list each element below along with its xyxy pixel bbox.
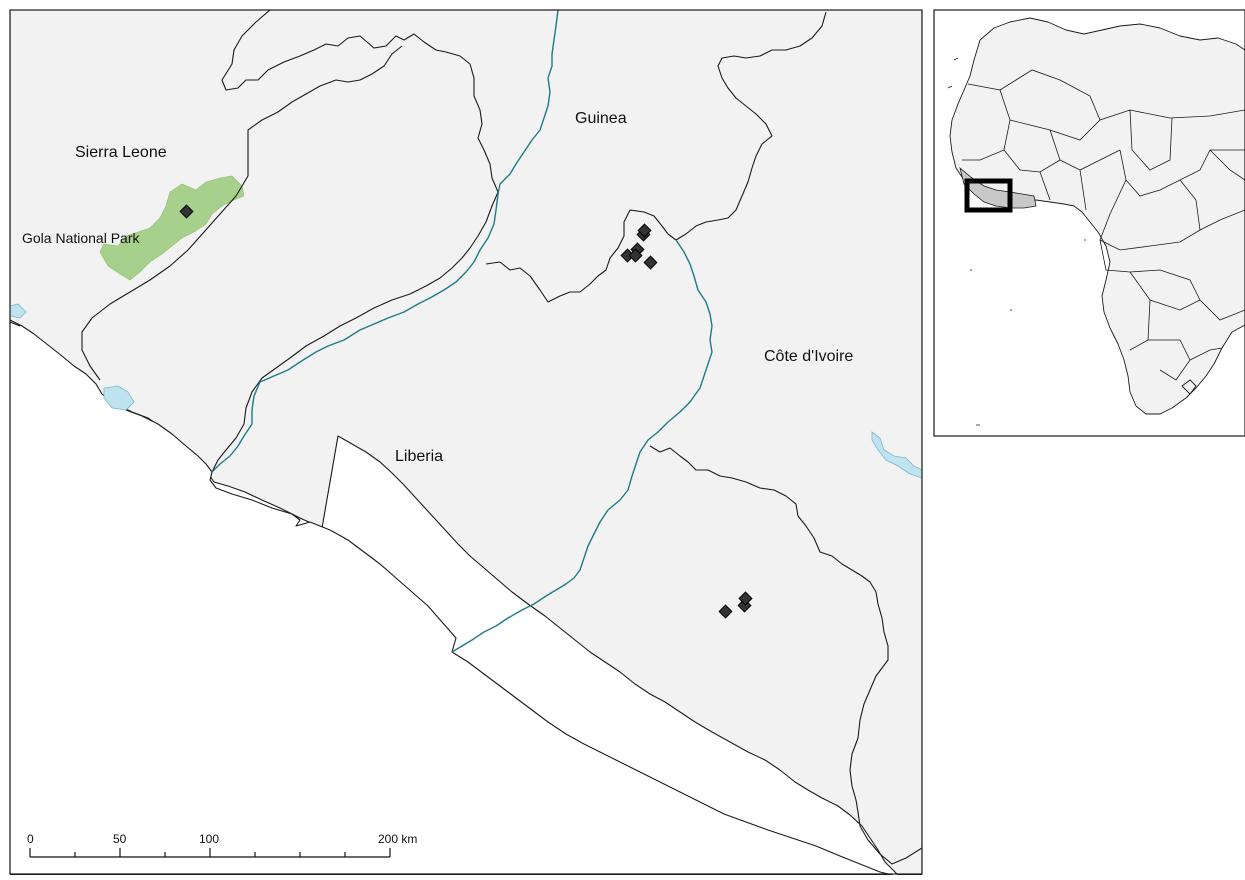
coast-lagoon [10, 303, 27, 319]
border-sierra-leone-guinea [221, 10, 499, 193]
border-sierra-leone-liberia [211, 191, 499, 473]
lake-west [103, 385, 135, 411]
scale-tick-200km: 200 km [378, 832, 417, 846]
border-guinea-liberia [485, 209, 677, 303]
main-map: Sierra Leone Guinea Côte d'Ivoire Liberi… [9, 9, 923, 875]
marker-nimba-2 [637, 223, 652, 238]
label-sierra-leone: Sierra Leone [75, 144, 167, 161]
label-guinea: Guinea [575, 110, 627, 127]
sighting-markers [179, 204, 753, 619]
gola-park-area [99, 175, 245, 281]
scale-bar: 0 50 100 200 km [27, 832, 417, 858]
marker-nimba-5 [628, 248, 643, 263]
label-liberia: Liberia [395, 448, 443, 465]
border-liberia-cotedivoire [649, 445, 922, 865]
border-sierra-leone-north [247, 45, 403, 176]
marker-sapo-3 [738, 591, 753, 606]
marker-nimba-3 [620, 248, 635, 263]
border-sierra-leone-inner [81, 175, 249, 381]
inset-map [933, 9, 1245, 437]
main-map-frame [9, 9, 923, 875]
river-cavalla [451, 239, 713, 653]
marker-gola [179, 204, 194, 219]
river-mano [211, 10, 559, 473]
label-gola-park: Gola National Park [22, 230, 141, 246]
marker-sapo-1 [718, 604, 733, 619]
inset-study-area-box [964, 178, 1013, 213]
scale-tick-50: 50 [113, 832, 127, 846]
inset-frame [933, 9, 1245, 437]
inset-highlight-region [959, 166, 1037, 209]
scale-tick-100: 100 [199, 832, 219, 846]
label-cote-divoire: Côte d'Ivoire [764, 348, 853, 365]
border-sierra-leone-west [10, 321, 21, 327]
lake-east [871, 431, 922, 479]
border-guinea-cotedivoire [675, 11, 827, 241]
inset-islands [947, 57, 1086, 426]
africa-borders [962, 69, 1245, 381]
atlantic-ocean [10, 319, 893, 875]
marker-nimba-6 [643, 255, 658, 270]
inset-island-1 [1181, 379, 1197, 395]
scale-tick-0: 0 [27, 832, 34, 846]
